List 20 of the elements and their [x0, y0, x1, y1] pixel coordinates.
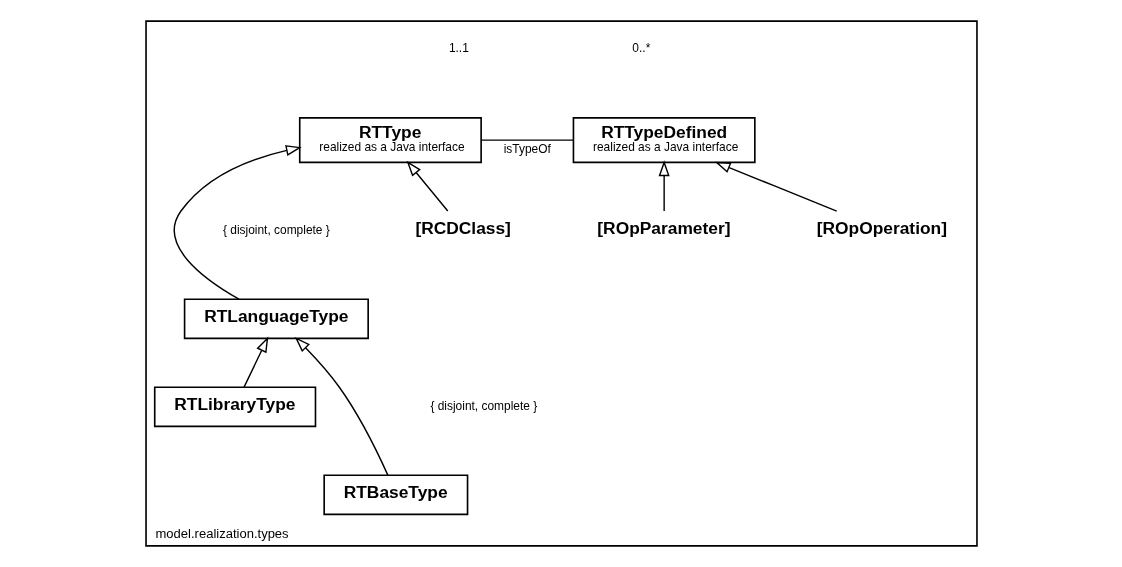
node-box: RTBaseType: [322, 474, 468, 516]
connector: [480, 139, 574, 141]
arrow: [242, 336, 268, 388]
node-text: [ROpParameter]: [596, 217, 730, 238]
label: { disjoint, complete }: [222, 222, 330, 237]
arrow: [173, 145, 302, 300]
node-text: [ROpOperation]: [816, 217, 947, 238]
arrow: [714, 161, 837, 212]
edge-label: isTypeOf: [503, 141, 551, 156]
arrow: [406, 160, 448, 212]
node-box: RTLanguageType: [183, 298, 369, 340]
arrow: [658, 160, 670, 212]
label: 0..*: [631, 41, 650, 56]
node-box: RTType realized as a Java interface: [298, 117, 482, 164]
node-box: RTLibraryType: [153, 386, 316, 428]
label: 1..1: [448, 41, 469, 56]
arrow: [294, 336, 389, 476]
label: { disjoint, complete }: [429, 398, 537, 413]
node-text: [RCDClass]: [414, 217, 511, 238]
node-box: RTTypeDefined realized as a Java interface: [572, 117, 756, 164]
